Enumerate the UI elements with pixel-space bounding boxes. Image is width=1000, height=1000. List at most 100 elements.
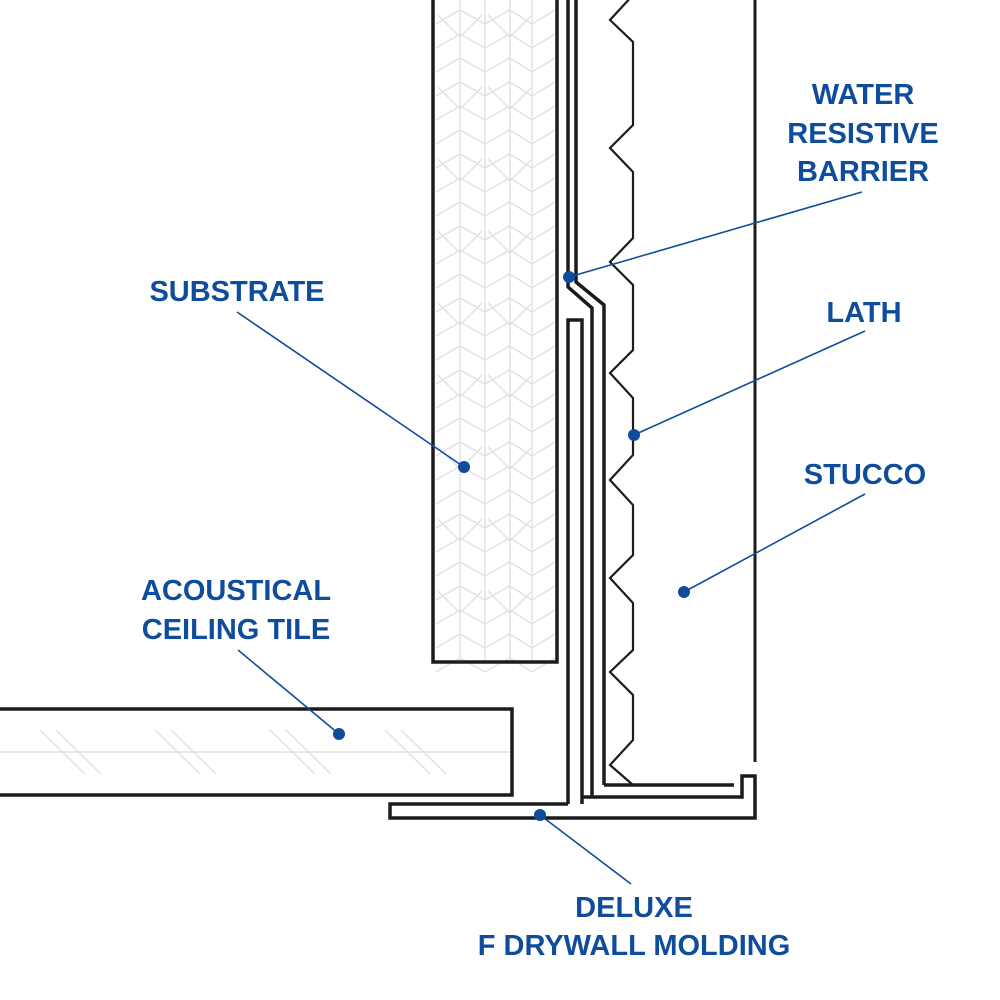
grain-hatch [531,537,556,553]
grain-hatch [484,609,511,625]
grain-chevron [487,518,533,543]
grain-hatch [459,561,486,577]
grain-chevron [437,86,483,111]
grain-hatch [459,249,486,265]
grain-hatch [509,105,533,121]
grain-hatch [459,393,486,409]
grain-hatch [531,105,556,121]
grain-hatch [435,465,461,481]
grain-hatch [509,609,533,625]
grain-hatch [435,513,461,529]
grain-hatch [509,537,533,553]
label-substrate: SUBSTRATE [149,276,324,308]
tile-hatch-line [285,729,332,775]
grain-chevron [437,590,483,615]
label-line: BARRIER [797,156,929,188]
label-line: RESISTIVE [787,118,939,150]
grain-hatch [484,177,511,193]
grain-hatch [509,249,533,265]
grain-hatch [459,33,486,49]
grain-hatch [435,201,461,217]
leader-f-molding [534,809,632,885]
grain-hatch [459,633,486,649]
tile-hatch-line [400,729,447,775]
grain-hatch [459,177,486,193]
grain-hatch [509,369,533,385]
grain-hatch [459,153,486,169]
leader-dot [678,586,690,598]
grain-hatch [435,81,461,97]
leader-dot [333,728,345,740]
grain-hatch [531,177,556,193]
grain-hatch [531,57,556,73]
grain-hatch [459,489,486,505]
grain-hatch [531,489,556,505]
grain-hatch [484,33,511,49]
grain-hatch [484,465,511,481]
leader-substrate [236,311,470,473]
grain-hatch [459,321,486,337]
label-line: DELUXE [575,892,693,924]
grain-hatch [484,249,511,265]
grain-hatch [484,129,511,145]
grain-hatch [531,633,556,649]
leader-dot [534,809,546,821]
grain-hatch [459,57,486,73]
grain-hatch [531,81,556,97]
grain-hatch [531,201,556,217]
grain-hatch [509,81,533,97]
leader-dot [563,271,575,283]
grain-chevron [437,374,483,399]
grain-hatch [459,657,486,673]
grain-hatch [435,585,461,601]
grain-chevron [487,230,533,255]
grain-hatch [435,321,461,337]
grain-chevron [487,302,533,327]
leader-stucco [678,493,866,598]
grain-hatch [509,129,533,145]
label-lath: LATH [826,297,901,329]
grain-hatch [531,249,556,265]
grain-hatch [531,441,556,457]
grain-hatch [459,105,486,121]
grain-hatch [459,417,486,433]
label-line: CEILING TILE [142,614,331,646]
grain-hatch [484,105,511,121]
grain-chevron [487,374,533,399]
grain-hatch [509,345,533,361]
grain-hatch [509,489,533,505]
grain-hatch [459,9,486,25]
grain-hatch [484,81,511,97]
f-drywall-molding [388,318,757,820]
grain-hatch [484,633,511,649]
grain-hatch [484,321,511,337]
grain-hatch [531,297,556,313]
grain-hatch [484,9,511,25]
grain-chevron [487,14,533,39]
grain-hatch [435,9,461,25]
grain-hatch [435,369,461,385]
substrate-panel [431,0,559,673]
grain-hatch [435,225,461,241]
grain-hatch [435,33,461,49]
grain-hatch [509,177,533,193]
grain-hatch [435,489,461,505]
grain-hatch [435,105,461,121]
grain-hatch [484,585,511,601]
grain-hatch [435,177,461,193]
grain-hatch [435,537,461,553]
label-stucco: STUCCO [804,459,926,491]
grain-hatch [484,489,511,505]
grain-hatch [509,393,533,409]
grain-hatch [509,321,533,337]
grain-hatch [435,633,461,649]
grain-hatch [459,585,486,601]
grain-hatch [435,561,461,577]
grain-hatch [509,297,533,313]
grain-hatch [435,57,461,73]
grain-hatch [459,345,486,361]
leader-water-resistive-barrier [563,191,863,283]
grain-hatch [509,57,533,73]
grain-hatch [509,513,533,529]
